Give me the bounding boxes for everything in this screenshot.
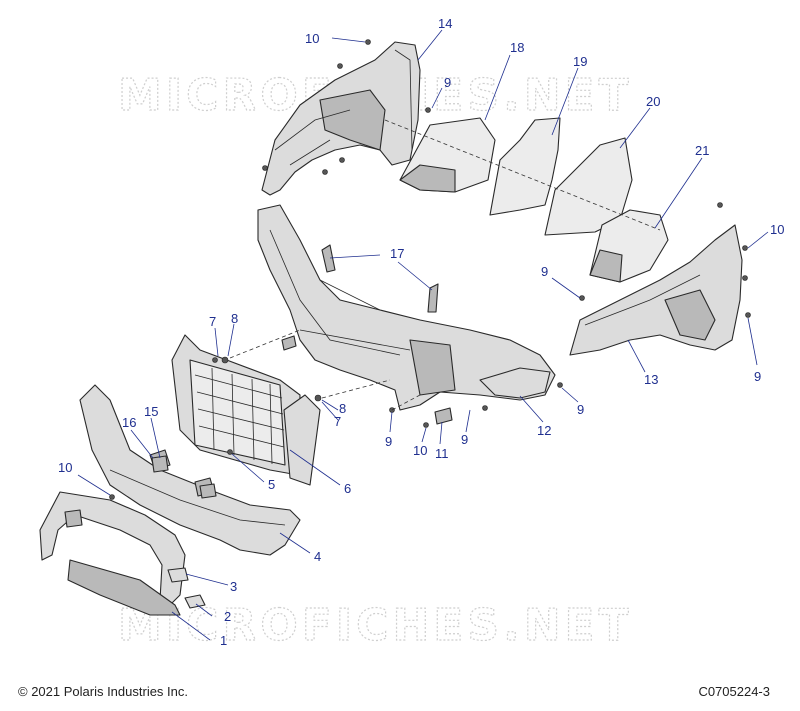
figure-code: C0705224-3 [698,684,770,699]
part-17-front-frame [257,204,556,411]
callout-5: 5 [268,477,275,492]
callout-8a: 8 [231,311,238,326]
callout-12: 12 [537,423,551,438]
part-14-fender-liner-left [261,39,431,196]
copyright-text: © 2021 Polaris Industries Inc. [18,684,188,699]
part-21-foam-block [589,209,669,283]
dash-line-grille-frame [229,329,421,411]
part-12-lower-bracket [479,367,551,399]
part-6-grille [171,334,321,486]
callout-13: 13 [644,372,658,387]
callout-4: 4 [314,549,321,564]
dash-line-14-to-21 [384,119,661,231]
callout-1: 1 [220,633,227,648]
callout-9b: 9 [541,264,548,279]
watermark-bottom: MICROFICHES.NET [118,600,633,651]
callout-19: 19 [573,54,587,69]
callout-6: 6 [344,481,351,496]
callout-9d: 9 [577,402,584,417]
part-1-bull-bar [39,491,186,616]
part-18-foam-block [399,117,496,193]
part-3-bracket [167,567,189,583]
callout-10c: 10 [413,443,427,458]
callout-7b: 7 [334,414,341,429]
leader-lines [77,29,769,641]
part-19-foam-panel [489,117,561,216]
callout-7a: 7 [209,314,216,329]
part-2-bracket [184,594,206,609]
callout-9a: 9 [444,75,451,90]
callout-21: 21 [695,143,709,158]
callout-11: 11 [435,446,449,461]
small-hardware [109,335,563,500]
callout-10a: 10 [305,31,319,46]
callout-8b: 8 [339,401,346,416]
callout-20: 20 [646,94,660,109]
callout-10b: 10 [770,222,784,237]
callout-14: 14 [438,16,452,31]
callout-2: 2 [224,609,231,624]
callout-9c: 9 [754,369,761,384]
callout-9e: 9 [385,434,392,449]
callout-18: 18 [510,40,524,55]
callout-16: 16 [122,415,136,430]
callout-15: 15 [144,404,158,419]
callout-17: 17 [390,246,404,261]
callout-9f: 9 [461,432,468,447]
part-13-fender-liner-right [569,202,751,356]
callout-10d: 10 [58,460,72,475]
callout-3: 3 [230,579,237,594]
